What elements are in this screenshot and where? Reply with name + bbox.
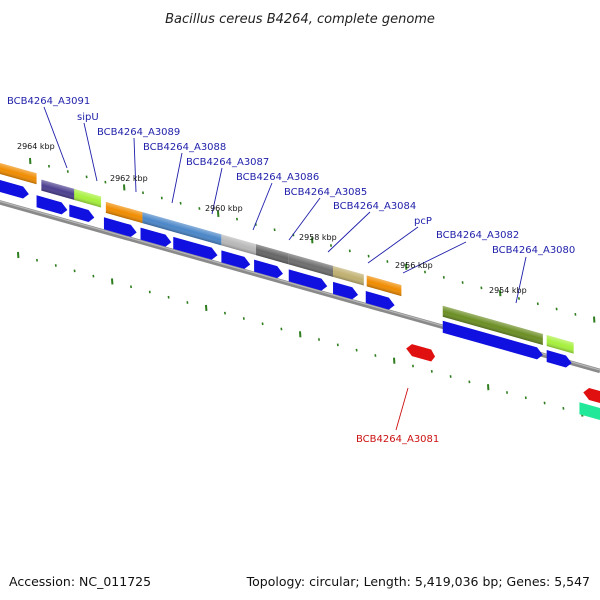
- cds-arrow-11: [365, 291, 395, 310]
- leader-a3080: [515, 256, 527, 304]
- leader-a3085: [288, 197, 321, 241]
- gene-label-a3084[interactable]: BCB4264_A3084: [333, 201, 416, 212]
- scale-label-2954: 2954 kbp: [489, 286, 527, 295]
- feature-lightgray: [221, 234, 257, 256]
- feature-darkgray-1: [256, 244, 289, 265]
- scale-label-2960: 2960 kbp: [205, 204, 243, 213]
- gene-label-a3085[interactable]: BCB4264_A3085: [284, 187, 367, 198]
- gene-label-a3081[interactable]: BCB4264_A3081: [356, 434, 439, 445]
- cds-arrow-12: [442, 320, 543, 360]
- leader-a3081: [395, 387, 409, 431]
- feature-steelblue: [142, 212, 222, 246]
- gene-leader-lines: [43, 106, 527, 431]
- gene-features: [0, 163, 574, 354]
- leader-pcp: [367, 226, 419, 264]
- feature-orange-3: [366, 275, 402, 297]
- scale-label-2956: 2956 kbp: [395, 261, 433, 270]
- cds-arrow-2: [36, 195, 68, 215]
- scale-label-2962: 2962 kbp: [110, 174, 148, 183]
- cds-arrow-6: [173, 236, 218, 260]
- feature-lime-1: [74, 188, 102, 208]
- gene-label-a3080[interactable]: BCB4264_A3080: [492, 245, 575, 256]
- scale-label-2964: 2964 kbp: [17, 142, 55, 151]
- gene-labels: BCB4264_A3091 sipU BCB4264_A3089 BCB4264…: [7, 96, 575, 445]
- feature-lime-2: [546, 335, 574, 354]
- feature-olive: [442, 305, 543, 345]
- genome-summary-text: Topology: circular; Length: 5,419,036 bp…: [246, 574, 590, 589]
- scale-labels: 2964 kbp 2962 kbp 2960 kbp 2958 kbp 2956…: [17, 142, 527, 295]
- leader-a3088: [171, 152, 183, 204]
- leader-sipu: [83, 122, 98, 182]
- cds-arrow-13: [546, 350, 572, 368]
- cds-arrow-7: [221, 250, 251, 269]
- cds-arrow-8: [254, 259, 283, 279]
- gene-label-a3089[interactable]: BCB4264_A3089: [97, 127, 180, 138]
- rev-gene-red-1: [406, 344, 436, 362]
- leader-a3082: [402, 241, 467, 274]
- cds-arrow-3: [69, 204, 95, 222]
- gene-label-sipu[interactable]: sipU: [77, 112, 99, 123]
- cds-arrow-4: [103, 217, 137, 237]
- cds-arrow-10: [333, 281, 359, 300]
- cds-arrow-1: [0, 180, 29, 199]
- gene-label-a3088[interactable]: BCB4264_A3088: [143, 142, 226, 153]
- gene-label-a3086[interactable]: BCB4264_A3086: [236, 172, 319, 183]
- cds-arrow-5: [140, 227, 172, 247]
- gene-label-a3082[interactable]: BCB4264_A3082: [436, 230, 519, 241]
- leader-a3086: [252, 182, 273, 231]
- gene-label-a3091[interactable]: BCB4264_A3091: [7, 96, 90, 107]
- leader-a3084: [327, 211, 371, 253]
- feature-orange-1: [0, 163, 37, 185]
- leader-a3089: [133, 137, 137, 193]
- feature-purple: [41, 179, 77, 201]
- feature-khaki: [333, 265, 364, 286]
- scale-ticks-outer: [29, 157, 596, 323]
- map-title: Bacillus cereus B4264, complete genome: [165, 12, 435, 27]
- gene-label-a3087[interactable]: BCB4264_A3087: [186, 157, 269, 168]
- gene-label-pcp[interactable]: pcP: [414, 216, 432, 227]
- scale-label-2958: 2958 kbp: [299, 233, 337, 242]
- leader-a3091: [43, 106, 68, 169]
- cds-arrows: [0, 180, 572, 368]
- feature-orange-2: [105, 201, 143, 224]
- rev-gene-teal: [579, 402, 600, 426]
- feature-darkgray-2: [288, 253, 334, 277]
- cds-arrow-9: [288, 269, 328, 291]
- leader-a3087: [211, 167, 223, 215]
- accession-text: Accession: NC_011725: [9, 574, 151, 589]
